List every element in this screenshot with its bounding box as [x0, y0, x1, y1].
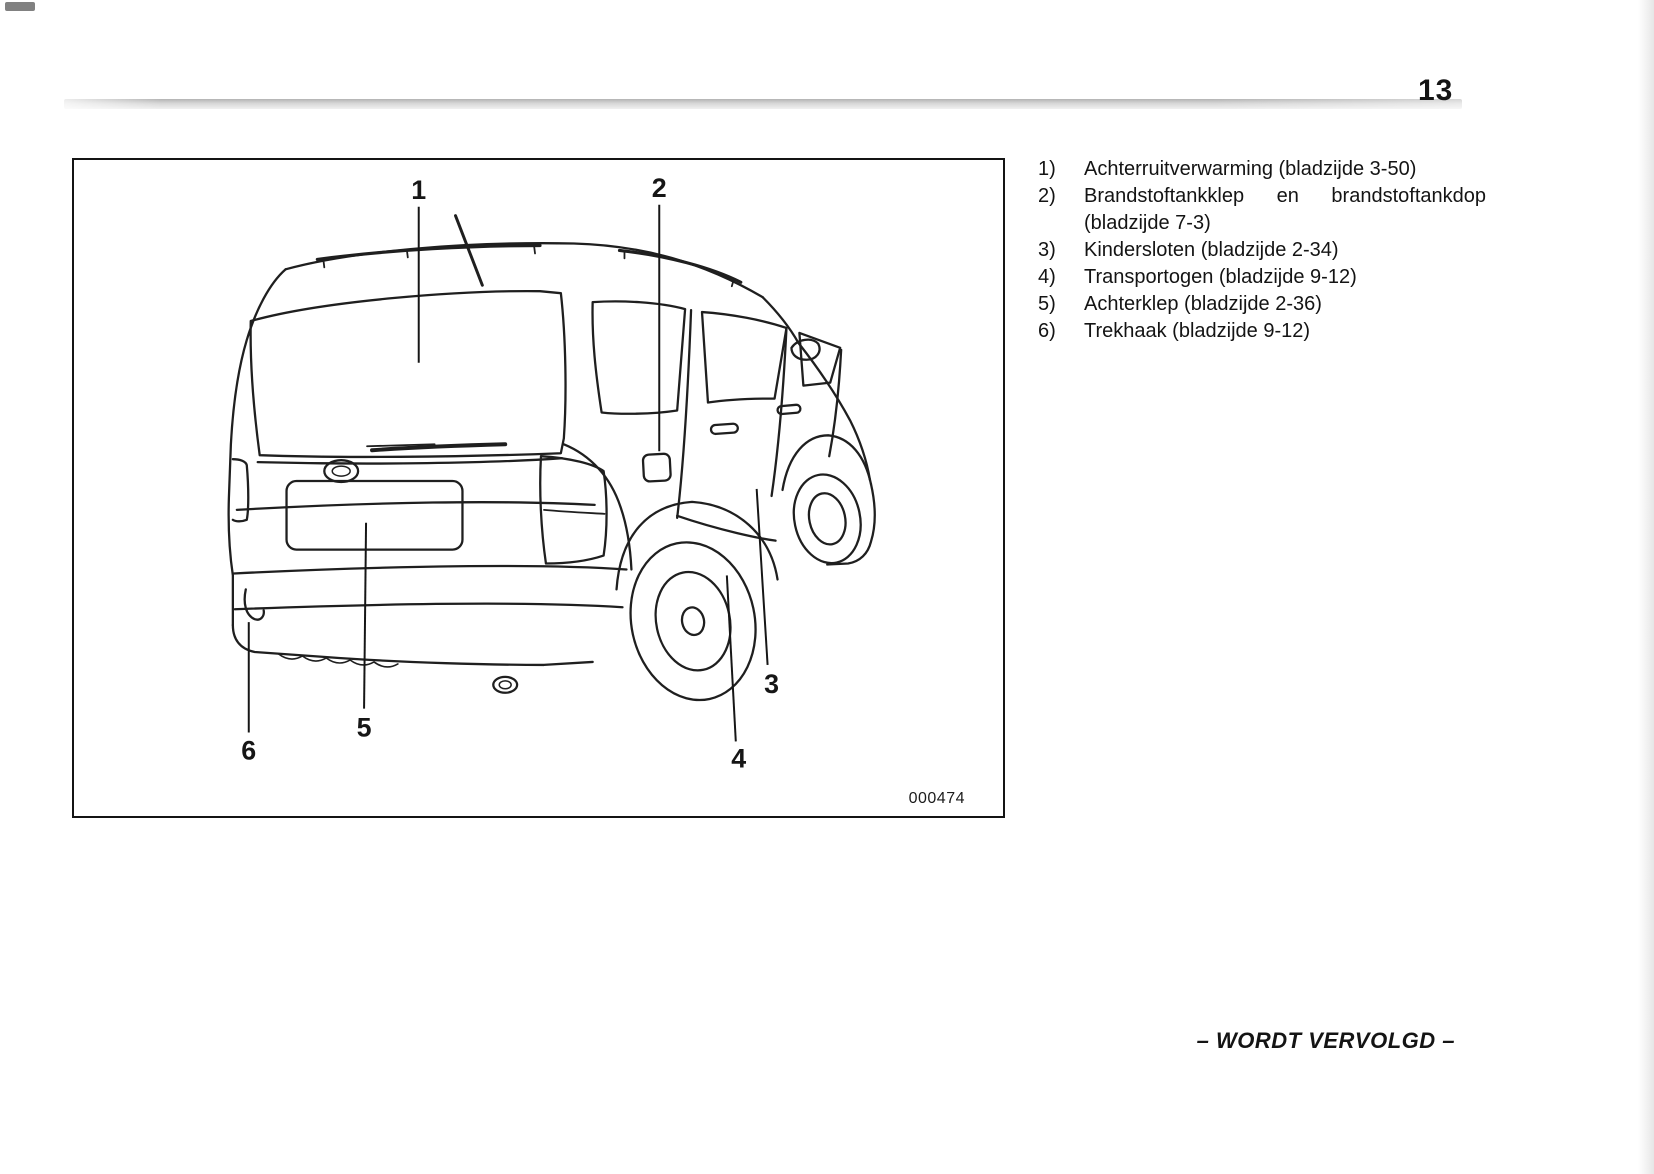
- legend-item-text: Transportogen (bladzijde 9-12): [1084, 266, 1357, 288]
- callout-line-4: [725, 575, 737, 742]
- legend-item: 4) Transportogen (bladzijde 9-12): [1038, 264, 1486, 291]
- figure-code: 000474: [908, 790, 965, 807]
- callout-label-6: 6: [241, 735, 256, 765]
- legend-item-text: Achterruitverwarming (bladzijde 3-50): [1084, 158, 1417, 180]
- legend-item: 5) Achterklep (bladzijde 2-36): [1038, 291, 1486, 318]
- rear-wheel-arch: [615, 500, 779, 591]
- door-handle-front: [776, 403, 802, 416]
- side-mirror: [790, 338, 821, 361]
- bumper-crease-lower: [233, 602, 624, 611]
- legend-item-text: Achterklep (bladzijde 2-36): [1084, 293, 1322, 315]
- d-pillar-edge: [562, 443, 633, 571]
- callout-leader-lines: [247, 204, 769, 742]
- legend-item-number: 2): [1038, 185, 1056, 207]
- roof-rail-front: [617, 248, 743, 284]
- car-line-art: [227, 214, 876, 702]
- front-wheel: [792, 473, 862, 565]
- front-wheel-arch: [781, 434, 873, 492]
- legend-item: 2) Brandstoftankklep en brandstoftankdop…: [1038, 183, 1486, 237]
- body-left-edge: [227, 268, 287, 627]
- legend-item-text: Trekhaak (bladzijde 9-12): [1084, 320, 1311, 342]
- bumper-bottom: [231, 624, 594, 667]
- legend-item-number: 5): [1038, 293, 1056, 315]
- continued-footer: – WORDT VERVOLGD –: [1196, 1028, 1455, 1053]
- roof-line: [284, 242, 764, 299]
- page-number: 13: [1418, 74, 1454, 107]
- legend-item: 3) Kindersloten (bladzijde 2-34): [1038, 237, 1486, 264]
- rocker-line: [676, 514, 777, 542]
- legend-item-number: 3): [1038, 239, 1056, 261]
- front-door-window: [798, 331, 842, 387]
- callout-label-5: 5: [357, 712, 372, 742]
- rear-wiper: [370, 442, 508, 453]
- callout-label-2: 2: [652, 173, 667, 203]
- header-rule: [64, 99, 1462, 109]
- legend-item: 1) Achterruitverwarming (bladzijde 3-50): [1038, 156, 1486, 183]
- legend-item-number: 6): [1038, 320, 1056, 342]
- door-seam-mid: [770, 326, 788, 498]
- antenna-icon: [454, 214, 484, 287]
- callout-line-5: [363, 522, 368, 709]
- front-bumper-line: [826, 482, 876, 566]
- rear-window: [249, 289, 567, 459]
- callout-labels: 1 2 3 4 5 6: [241, 173, 779, 774]
- car-rear-illustration: 1 2 3 4 5 6: [227, 173, 876, 774]
- hatch-seam-upper: [256, 457, 564, 465]
- taillight-left: [231, 458, 250, 523]
- tow-hook: [243, 588, 265, 621]
- callout-label-1: 1: [411, 175, 426, 205]
- bumper-crease-upper: [232, 564, 628, 575]
- legend-item: 6) Trekhaak (bladzijde 9-12): [1038, 318, 1486, 345]
- legend-item-text: Brandstoftankklep en brandstoftankdop (b…: [1084, 185, 1486, 234]
- exhaust-tip: [492, 675, 519, 694]
- callout-label-3: 3: [764, 669, 779, 699]
- door-seam-front: [828, 348, 843, 458]
- windshield-edge: [761, 296, 800, 345]
- callout-line-3: [755, 488, 769, 665]
- figure-box: 1 2 3 4 5 6 000474: [72, 158, 1005, 818]
- rear-door-window: [700, 310, 788, 404]
- scan-artifact: [5, 2, 35, 11]
- license-plate-recess: [285, 479, 464, 551]
- legend-list: 1) Achterruitverwarming (bladzijde 3-50)…: [1038, 156, 1486, 345]
- legend-item-number: 4): [1038, 266, 1056, 288]
- roof-rail-rear: [315, 243, 542, 261]
- taillight-right: [539, 455, 608, 565]
- front-fender-line: [797, 341, 872, 482]
- callout-label-4: 4: [731, 743, 746, 773]
- legend-item-text: Kindersloten (bladzijde 2-34): [1084, 239, 1339, 261]
- fuel-filler-flap: [641, 452, 672, 483]
- legend-item-number: 1): [1038, 158, 1056, 180]
- door-handle-rear: [709, 422, 739, 436]
- quarter-window: [591, 300, 687, 415]
- hatch-seam-lower: [235, 501, 596, 512]
- door-seam-rear: [676, 308, 693, 519]
- rear-wheel: [629, 541, 757, 702]
- scan-edge-shadow: [1638, 0, 1654, 1174]
